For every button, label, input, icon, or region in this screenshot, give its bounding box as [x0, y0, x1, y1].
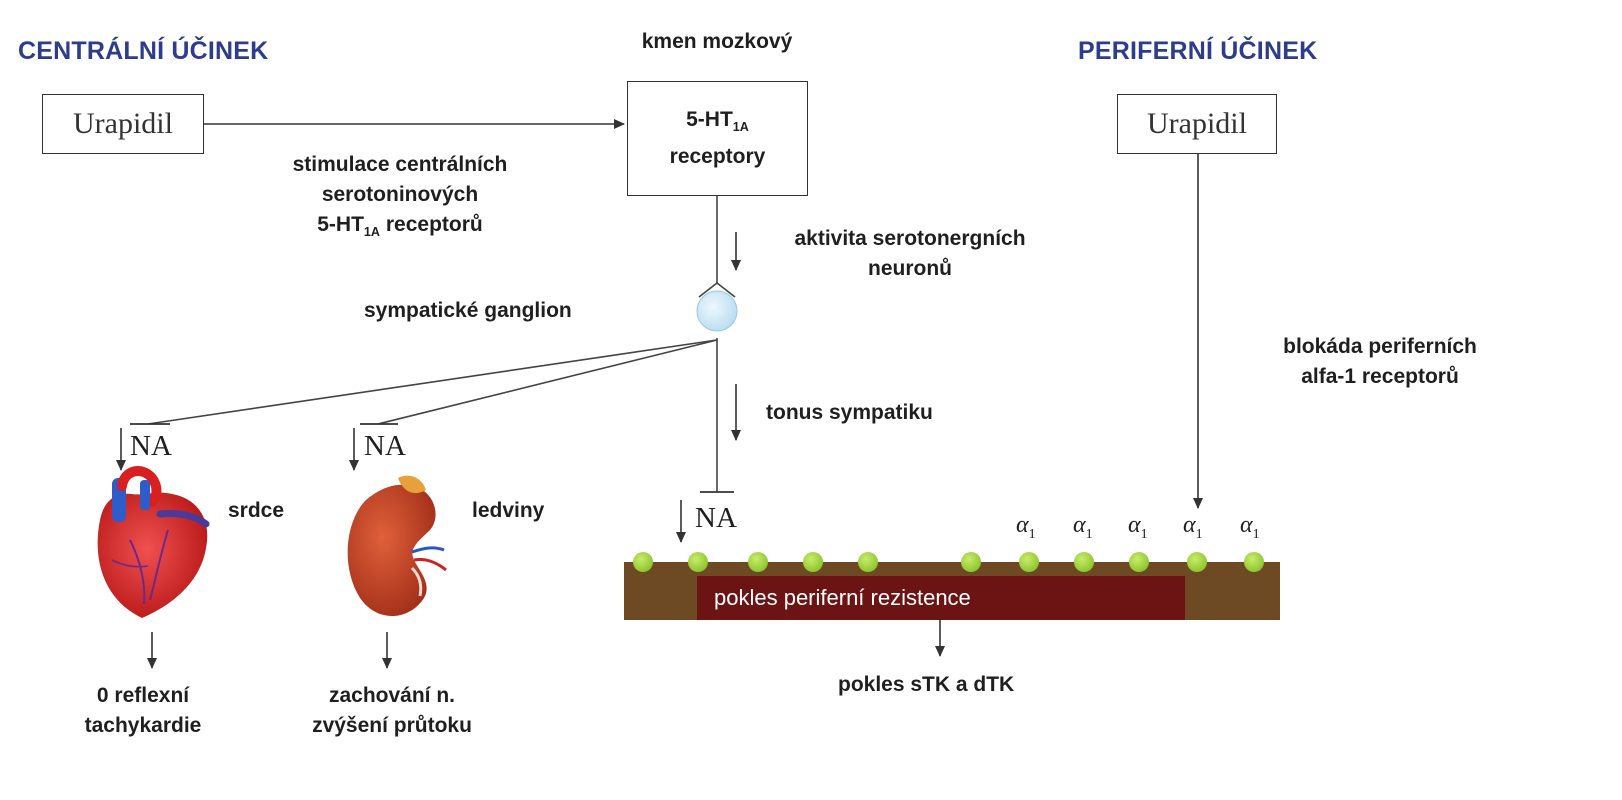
receptor-dots	[633, 552, 1264, 572]
ganglion-icon	[696, 290, 738, 332]
ganglion-to-heart-line	[147, 339, 718, 425]
peripheral-effect-heading: PERIFERNÍ ÚČINEK	[1078, 37, 1318, 65]
tonus-label: tonus sympatiku	[766, 401, 933, 424]
alpha-receptor-label: α1	[1016, 512, 1036, 542]
receptor-dot	[1019, 552, 1039, 572]
alpha-receptor-label: α1	[1183, 512, 1203, 542]
alpha-receptor-label: α1	[1128, 512, 1148, 542]
receptor-type: 5-HT1A	[686, 107, 749, 135]
receptor-dot	[633, 552, 653, 572]
receptor-dot	[1129, 552, 1149, 572]
brainstem-title: kmen mozkový	[641, 30, 793, 53]
alpha-receptor-label: α1	[1240, 512, 1260, 542]
heart-label: srdce	[228, 499, 285, 522]
receptor-dot	[1187, 552, 1207, 572]
ganglion-label: sympatické ganglion	[364, 299, 572, 322]
receptor-dot	[1074, 552, 1094, 572]
urapidil-central-label: Urapidil	[73, 107, 173, 140]
kidney-icon	[347, 475, 447, 617]
heart-outcome: 0 reflexní tachykardie	[84, 684, 202, 737]
receptor-dot	[688, 552, 708, 572]
heart-icon	[97, 466, 210, 618]
receptor-dot	[1244, 552, 1264, 572]
resistance-label: pokles periferní rezistence	[714, 585, 971, 610]
stimulation-label: stimulace centrálních serotoninových 5-H…	[292, 153, 508, 240]
receptor-dot	[961, 552, 981, 572]
urapidil-peripheral-label: Urapidil	[1147, 107, 1247, 140]
urapidil-central-box: Urapidil	[42, 94, 204, 154]
ganglion-to-kidney-line	[377, 339, 718, 425]
receptor-word: receptory	[669, 145, 766, 169]
urapidil-peripheral-box: Urapidil	[1117, 94, 1277, 154]
receptor-box: 5-HT1A receptory	[627, 81, 808, 196]
alpha-receptor-label: α1	[1073, 512, 1093, 542]
activity-label: aktivita serotonergních neuronů	[794, 227, 1026, 280]
synapse-fork	[698, 281, 736, 298]
receptor-dot	[858, 552, 878, 572]
blockade-label: blokáda periferních alfa-1 receptorů	[1283, 335, 1477, 388]
receptor-dot	[803, 552, 823, 572]
kidney-label: ledviny	[472, 499, 545, 522]
resistance-band	[697, 576, 1185, 620]
central-effect-heading: CENTRÁLNÍ ÚČINEK	[18, 37, 269, 65]
na-label-heart: NA	[130, 430, 172, 462]
bp-outcome: pokles sTK a dTK	[838, 673, 1015, 696]
receptor-dot	[748, 552, 768, 572]
na-label-vessel: NA	[695, 502, 737, 534]
kidney-outcome: zachování n. zvýšení průtoku	[312, 684, 472, 737]
na-label-kidney: NA	[364, 430, 406, 462]
